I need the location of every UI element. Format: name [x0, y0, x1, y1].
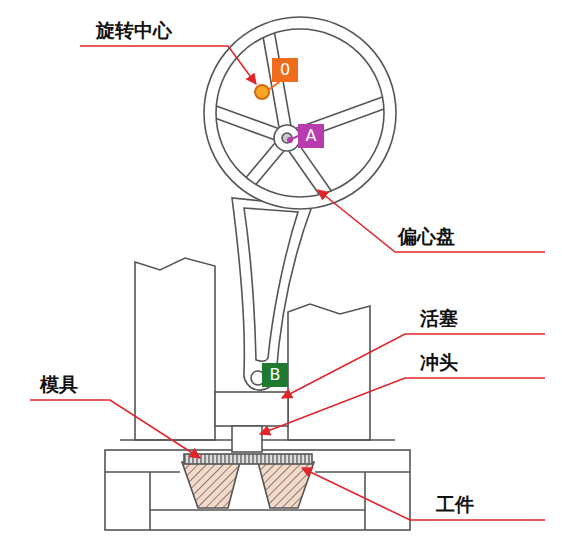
leader-lines — [30, 46, 545, 520]
part-label: 冲头 — [420, 351, 458, 374]
frame-right — [288, 304, 370, 440]
marker-box-a: A — [298, 124, 324, 148]
workpiece — [184, 454, 312, 464]
part-label: 活塞 — [420, 307, 458, 330]
frame-left — [135, 258, 215, 440]
marker-letter: B — [270, 367, 281, 383]
marker-letter: A — [306, 128, 317, 144]
piston — [215, 392, 288, 426]
part-label: 模具 — [40, 373, 78, 396]
part-label: 工件 — [436, 493, 474, 516]
punch — [232, 426, 262, 452]
part-label: 偏心盘 — [398, 225, 455, 248]
eccentric-disk — [204, 17, 396, 209]
rotation-center — [255, 85, 269, 99]
connecting-rod — [232, 198, 312, 390]
part-label: 旋转中心 — [96, 19, 172, 42]
die-left — [182, 462, 240, 508]
marker-box-b: B — [262, 363, 288, 387]
base-plate — [105, 450, 410, 530]
marker-letter: 0 — [280, 62, 290, 78]
marker-box-0: 0 — [272, 58, 298, 82]
